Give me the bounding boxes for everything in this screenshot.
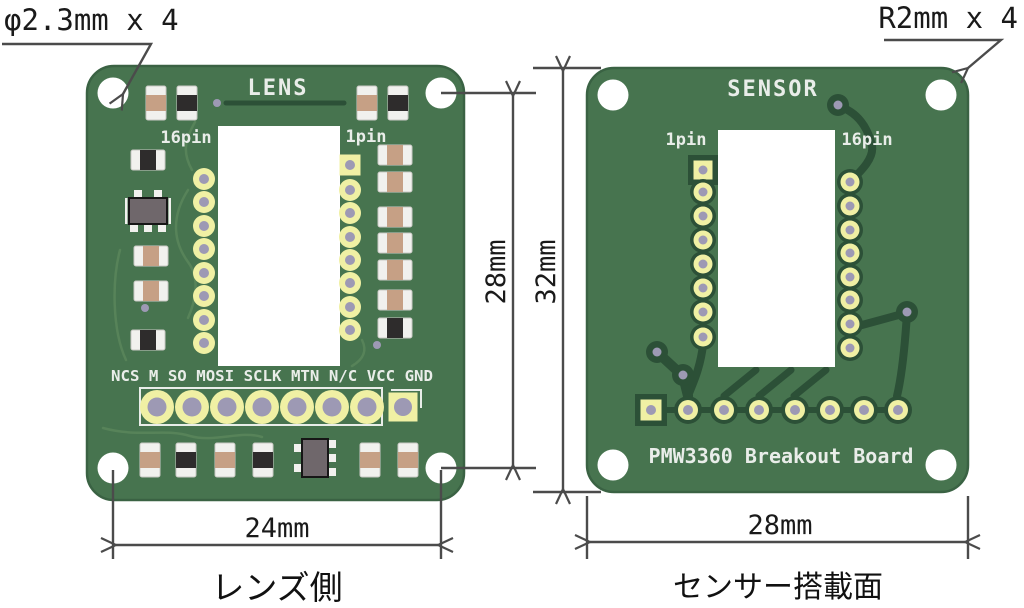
pin1-label: 1pin — [666, 130, 707, 150]
dimension-horizontal-28mm: 28mm — [587, 496, 968, 559]
mounting-hole — [925, 79, 957, 111]
gnd-silkscreen-corner — [391, 389, 422, 408]
via — [896, 301, 918, 323]
mounting-hole — [97, 452, 129, 484]
mounting-hole — [597, 449, 629, 481]
dimension-vertical-28mm: 28mm — [441, 93, 536, 468]
dimension-horizontal-24mm: 24mm — [113, 470, 441, 559]
dimension-label: 32mm — [531, 239, 562, 304]
via — [672, 364, 694, 386]
sensor-bottom-pad-row — [635, 394, 912, 426]
lens-board: LENS 16pin 1pin NCS M SO MOSI SCLK MTN N… — [85, 64, 466, 502]
sensor-aperture-cutout — [218, 126, 340, 366]
lens-side-caption: レンズ側 — [211, 568, 342, 607]
board-name-silkscreen: PMW3360 Breakout Board — [649, 444, 914, 468]
via — [827, 94, 849, 116]
sensor-board: SENSOR 1pin 16pin PMW3360 Breakout Board — [585, 66, 970, 494]
sensor-left-pad-column — [688, 155, 718, 350]
dimension-label: 24mm — [244, 513, 309, 544]
dimension-label: 28mm — [481, 239, 512, 304]
pin16-label: 16pin — [841, 130, 892, 150]
pin16-label: 16pin — [160, 128, 211, 148]
hole-diameter-callout: φ2.3mm x 4 — [4, 3, 179, 37]
pin1-label: 1pin — [346, 127, 387, 147]
lens-connector-row — [139, 387, 422, 426]
corner-radius-callout: R2mm x 4 — [878, 1, 1018, 35]
lens-right-pad-column — [339, 154, 361, 341]
dimension-vertical-32mm: 32mm — [531, 68, 601, 492]
sensor-aperture-cutout — [718, 130, 835, 367]
sensor-title-silkscreen: SENSOR — [727, 77, 818, 102]
lens-title-silkscreen: LENS — [248, 76, 309, 101]
mounting-hole — [597, 79, 629, 111]
lens-board-traces — [101, 100, 366, 440]
sensor-side-caption: センサー搭載面 — [673, 570, 883, 605]
dimension-label: 28mm — [747, 510, 812, 541]
via — [646, 341, 668, 363]
mounting-hole — [925, 449, 957, 481]
hole-callout-leader — [2, 42, 154, 94]
via — [213, 99, 221, 107]
signal-labels-row: NCS M SO MOSI SCLK MTN N/C VCC GND — [111, 367, 433, 385]
via — [373, 341, 381, 349]
via — [141, 304, 149, 312]
corner-callout-leader — [884, 38, 1005, 68]
